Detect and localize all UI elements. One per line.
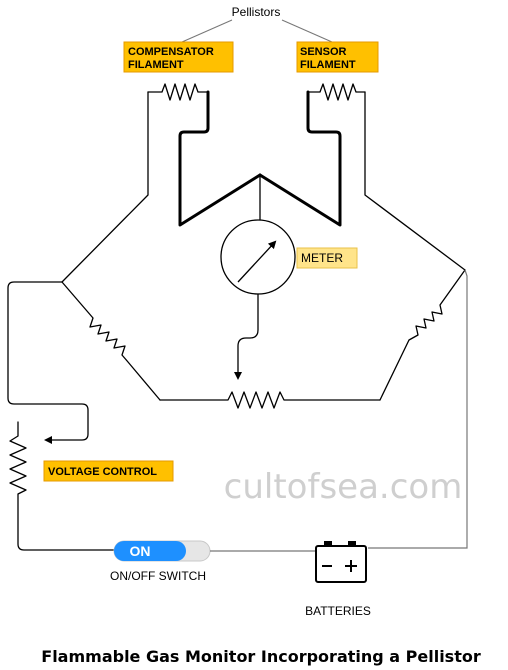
bridge-bottom-resistor xyxy=(159,391,381,409)
switch-label: ON/OFF SWITCH xyxy=(110,569,206,583)
batteries-label: BATTERIES xyxy=(305,604,371,618)
wire-right-outer xyxy=(364,91,466,271)
battery-icon xyxy=(315,541,367,583)
switch-state-label: ON xyxy=(130,543,151,559)
pellistors-pointer-left xyxy=(181,19,233,43)
sensor-resistor xyxy=(307,83,366,101)
wire-sensor-inner xyxy=(258,90,342,227)
wire-left-outer xyxy=(61,91,149,283)
wire-meter-to-wiper xyxy=(234,293,259,380)
sensor-filament-tag: SENSOR FILAMENT xyxy=(296,41,379,73)
bridge-right-resistor xyxy=(379,269,466,401)
meter-tag: METER xyxy=(296,247,358,269)
pellistors-label: Pellistors xyxy=(232,5,281,19)
compensator-filament-tag: COMPENSATOR FILAMENT xyxy=(123,41,234,73)
switch-on-segment xyxy=(114,541,186,561)
sensor-label-line2: FILAMENT xyxy=(300,59,356,71)
wire-left-supply xyxy=(7,281,89,444)
compensator-label-line2: FILAMENT xyxy=(128,59,184,71)
meter-gauge-icon xyxy=(220,219,296,295)
voltage-control-resistor xyxy=(9,421,116,551)
wire-compensator-inner xyxy=(178,90,262,227)
compensator-resistor xyxy=(147,83,209,101)
watermark: cultofsea.com xyxy=(224,467,463,507)
sensor-label-line1: SENSOR xyxy=(300,46,347,58)
meter xyxy=(220,219,296,295)
wire-right-supply xyxy=(368,269,468,549)
meter-needle-icon xyxy=(237,240,277,283)
meter-label: METER xyxy=(301,251,343,265)
voltage-control-tag: VOLTAGE CONTROL xyxy=(43,460,174,482)
compensator-label-line1: COMPENSATOR xyxy=(128,46,214,58)
diagram-title: Flammable Gas Monitor Incorporating a Pe… xyxy=(41,647,481,666)
pellistors-pointer-right xyxy=(281,19,333,43)
bridge-left-resistor xyxy=(61,281,161,401)
voltage-control-label: VOLTAGE CONTROL xyxy=(48,466,157,478)
on-off-switch[interactable]: ON xyxy=(113,540,211,562)
